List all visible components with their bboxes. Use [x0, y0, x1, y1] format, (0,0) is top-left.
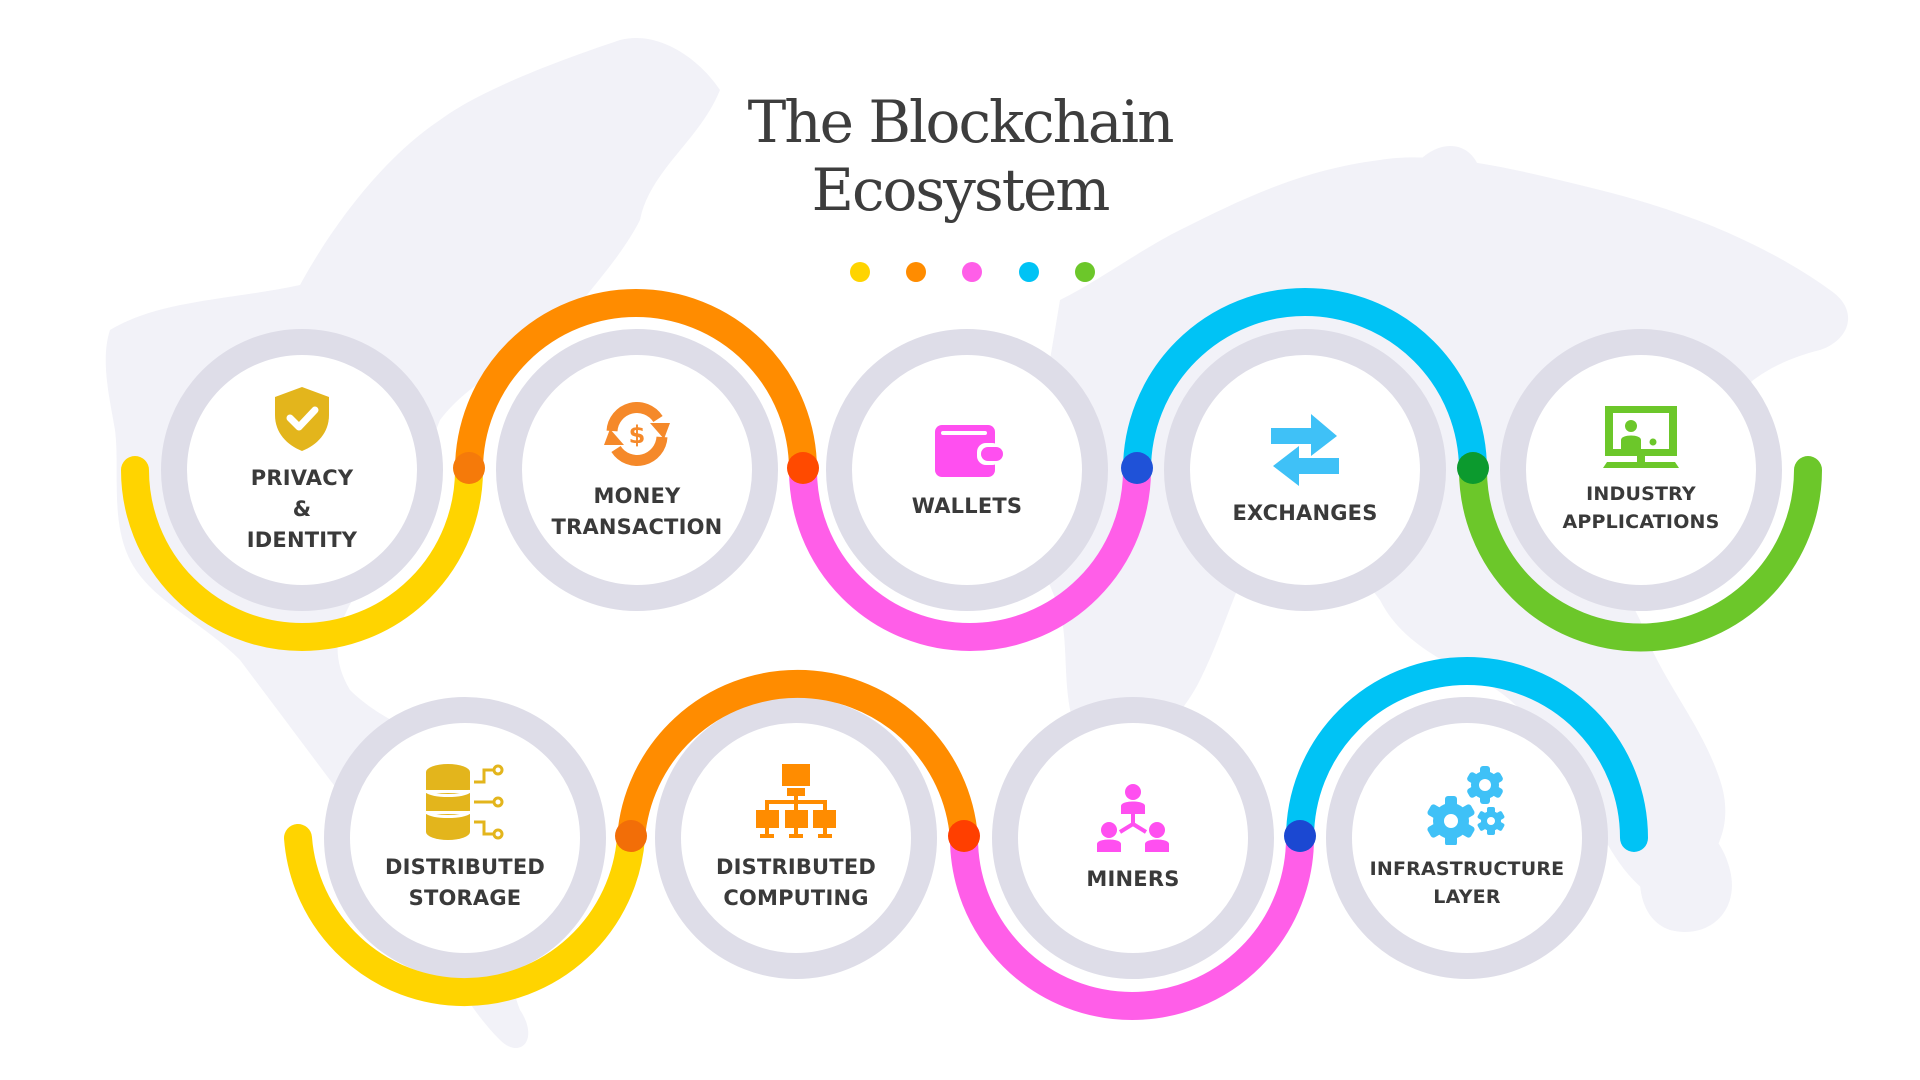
arc-pink-top — [789, 469, 1151, 651]
node-exchanges: EXCHANGES — [1192, 357, 1418, 583]
money-exchange-icon: $ — [604, 402, 670, 466]
node-money-transaction: $ MONEY TRANSACTION — [524, 357, 750, 583]
junction-dot — [787, 452, 819, 484]
arc-blue-top — [1123, 288, 1487, 471]
node-label: MINERS — [1086, 866, 1180, 891]
people-network-icon — [1097, 783, 1169, 852]
page-title: The Blockchain Ecosystem — [0, 88, 1920, 224]
node-miners: MINERS — [1020, 725, 1246, 951]
node-distributed-storage: DISTRIBUTED STORAGE — [352, 725, 578, 951]
ring-infrastructure — [1326, 697, 1608, 979]
title-line-1: The Blockchain — [747, 88, 1175, 156]
arc-green-top — [1459, 456, 1822, 652]
junction-dot — [1284, 820, 1316, 852]
australia-shape — [1639, 817, 1732, 932]
arc-blue-bottom — [1286, 657, 1648, 852]
wallet-icon — [935, 424, 1003, 477]
ring-industry — [1500, 329, 1782, 611]
junction-dot — [948, 820, 980, 852]
dot-green — [1075, 262, 1095, 282]
node-privacy-identity: PRIVACY & IDENTITY — [189, 357, 415, 583]
gears-icon — [1427, 766, 1505, 845]
network-hierarchy-icon — [756, 764, 836, 838]
junction-dot — [1121, 452, 1153, 484]
ring-privacy — [161, 329, 443, 611]
ring-storage — [324, 697, 606, 979]
node-industry-applications: INDUSTRY APPLICATIONS — [1528, 357, 1754, 583]
title-line-2: Ecosystem — [811, 156, 1111, 224]
node-label: INFRASTRUCTURE LAYER — [1369, 858, 1565, 908]
node-label: DISTRIBUTED COMPUTING — [715, 855, 877, 910]
junction-dot — [453, 452, 485, 484]
database-network-icon — [425, 764, 504, 840]
dot-pink — [962, 262, 982, 282]
junction-dot — [615, 820, 647, 852]
node-infrastructure-layer: INFRASTRUCTURE LAYER — [1354, 725, 1580, 951]
ring-miners — [992, 697, 1274, 979]
shield-check-icon — [275, 386, 329, 451]
dot-blue — [1019, 262, 1039, 282]
node-label: DISTRIBUTED STORAGE — [384, 855, 546, 910]
dot-yellow — [850, 262, 870, 282]
arc-yellow-bottom — [284, 824, 645, 1007]
node-label: WALLETS — [911, 493, 1023, 518]
junction-dot — [1457, 452, 1489, 484]
arc-pink-bottom — [950, 837, 1314, 1020]
node-label: EXCHANGES — [1232, 500, 1378, 525]
exchange-arrows-icon — [1271, 413, 1339, 486]
arc-orange-top — [455, 289, 817, 471]
americas-shape — [105, 38, 721, 1049]
node-distributed-computing: DISTRIBUTED COMPUTING — [683, 725, 909, 951]
dot-orange — [906, 262, 926, 282]
node-label: INDUSTRY APPLICATIONS — [1562, 483, 1720, 533]
ring-money — [496, 329, 778, 611]
node-label: MONEY TRANSACTION — [551, 484, 723, 539]
arc-yellow-top — [121, 456, 483, 651]
node-wallets: WALLETS — [854, 357, 1080, 583]
arc-orange-bottom — [617, 669, 978, 840]
svg-text:$: $ — [629, 421, 646, 449]
node-label: PRIVACY & IDENTITY — [246, 465, 358, 552]
monitor-presentation-icon — [1603, 406, 1679, 468]
